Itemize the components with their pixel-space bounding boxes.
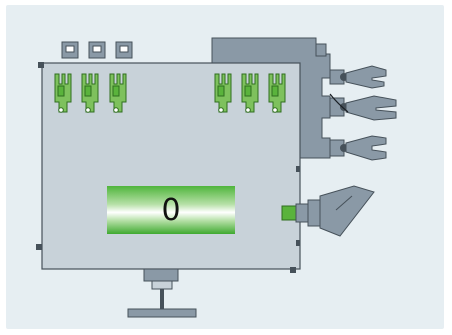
valve-bottom[interactable] <box>329 135 387 161</box>
terminal-connector-icon[interactable] <box>81 73 99 113</box>
gear-motor[interactable] <box>281 185 375 237</box>
valve-cable <box>329 93 349 113</box>
counter-display: 0 <box>107 186 235 234</box>
cabinet-body <box>36 62 301 273</box>
valve-middle[interactable] <box>329 95 397 121</box>
terminal-connector-icon[interactable] <box>109 73 127 113</box>
counter-value: 0 <box>161 192 181 228</box>
terminal-connector-icon[interactable] <box>241 73 259 113</box>
terminal-connector-icon[interactable] <box>214 73 232 113</box>
stand-base <box>127 268 197 318</box>
valve-top[interactable] <box>329 65 387 89</box>
breaker-top-1 <box>61 41 79 59</box>
breaker-top-2 <box>88 41 106 59</box>
breaker-top-3 <box>115 41 133 59</box>
terminal-connector-icon[interactable] <box>54 73 72 113</box>
terminal-connector-icon[interactable] <box>268 73 286 113</box>
